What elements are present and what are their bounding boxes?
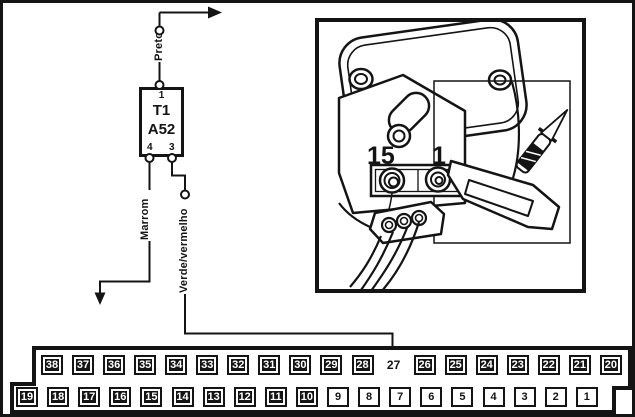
connector-pin-bottom-4: 4: [482, 387, 505, 407]
test-probe-icon: [515, 109, 569, 174]
coil-ht-tower: [386, 91, 431, 149]
connector-pin-bottom-10: 10: [295, 387, 318, 407]
wire-label-marrom: Marrom: [139, 197, 152, 241]
component-pin-1-label: 1: [158, 90, 165, 101]
terminal-15-label: 15: [367, 142, 395, 170]
ignition-coil-drawing: 15 1: [337, 22, 571, 289]
connector-pin-bottom-1: 1: [575, 387, 598, 407]
component-id-line1: T1: [152, 102, 171, 119]
connector-pin-top-33: 33: [196, 355, 219, 375]
coil-bolts: [348, 67, 513, 91]
wire-label-preto: Preto: [153, 30, 166, 62]
connector-pin-bottom-18: 18: [47, 387, 70, 407]
connector-pin-top-27: 27: [386, 358, 401, 372]
component-t1-a52-box: 1 T1 A52 4 3: [139, 87, 184, 157]
connector-pin-bottom-14: 14: [171, 387, 194, 407]
connector-pin-top-28: 28: [351, 355, 374, 375]
connector-pin-bottom-11: 11: [264, 387, 287, 407]
connector-pin-top-36: 36: [103, 355, 126, 375]
connector-pin-top-37: 37: [72, 355, 94, 375]
connector-pin-top-25: 25: [444, 355, 467, 375]
component-id-line2: A52: [147, 121, 176, 138]
component-pin-3-label: 3: [169, 142, 175, 153]
connector-pin-top-24: 24: [475, 355, 498, 375]
ignition-coil-illustration-box: 15 1: [315, 18, 586, 293]
connector-pin-bottom-5: 5: [451, 387, 474, 407]
connector-pin-bottom-15: 15: [140, 387, 163, 407]
coil-harness: [349, 200, 446, 289]
connector-pin-bottom-19: 19: [16, 387, 38, 407]
connector-pin-top-21: 21: [568, 355, 591, 375]
connector-pin-top-29: 29: [320, 355, 343, 375]
connector-pin-top-31: 31: [258, 355, 281, 375]
coil-connector-plug: [446, 159, 561, 231]
connector-pin-bottom-7: 7: [389, 387, 412, 407]
connector-pin-bottom-9: 9: [327, 387, 349, 407]
terminal-1-label: 1: [432, 142, 446, 170]
connector-pin-top-22: 22: [537, 355, 560, 375]
detail-frame: [433, 80, 571, 244]
connector-pin-top-34: 34: [165, 355, 188, 375]
connector-pin-bottom-16: 16: [109, 387, 132, 407]
connector-pin-bottom-6: 6: [420, 387, 443, 407]
connector-pin-bottom-12: 12: [233, 387, 256, 407]
connector-pin-top-35: 35: [134, 355, 157, 375]
connector-pin-bottom-2: 2: [544, 387, 567, 407]
connector-pin-bottom-17: 17: [78, 387, 101, 407]
connector-pin-bottom-13: 13: [202, 387, 225, 407]
connector-pin-top-26: 26: [413, 355, 436, 375]
component-pin-4-label: 4: [147, 142, 153, 153]
connector-pin-top-20: 20: [599, 355, 622, 375]
connector-pin-top-30: 30: [289, 355, 312, 375]
connector-pin-top-32: 32: [227, 355, 250, 375]
connector-pin-top-23: 23: [506, 355, 529, 375]
wire-label-verde-vermelho: Verde/vermelho: [178, 207, 191, 294]
connector-pin-top-38: 38: [41, 355, 63, 375]
connector-pin-bottom-3: 3: [513, 387, 536, 407]
connector-pin-bottom-8: 8: [358, 387, 381, 407]
